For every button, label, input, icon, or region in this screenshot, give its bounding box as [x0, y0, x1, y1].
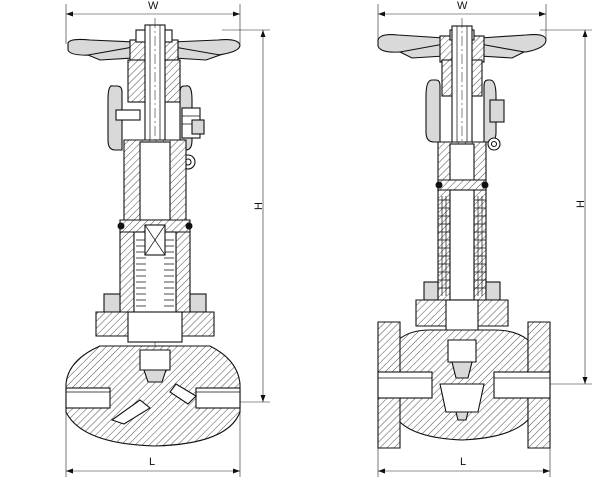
right-length-dimension: L — [377, 440, 551, 477]
left-bellows-housing — [119, 224, 191, 321]
left-body — [65, 345, 241, 447]
right-valve-drawing: W H L — [377, 0, 592, 477]
left-width-dimension: W — [65, 0, 241, 44]
right-handwheel — [377, 29, 547, 63]
right-length-label: L — [460, 456, 466, 468]
left-bellows-convolutions — [136, 239, 174, 313]
right-height-dimension: H — [540, 29, 592, 385]
right-bellows-housing — [437, 189, 487, 301]
right-width-label: W — [457, 0, 468, 12]
right-height-label: H — [575, 200, 587, 208]
left-length-label: L — [149, 456, 155, 468]
left-width-label: W — [148, 0, 159, 12]
right-width-dimension: W — [377, 0, 547, 40]
left-height-label: H — [253, 202, 265, 210]
left-bonnet-flange — [95, 293, 215, 343]
right-bonnet — [435, 141, 489, 191]
left-height-dimension: H — [222, 29, 270, 403]
left-bonnet — [117, 139, 193, 233]
right-body — [377, 321, 551, 449]
left-valve-drawing: W H L — [65, 0, 270, 477]
left-side-lock — [180, 107, 205, 170]
right-bellows-convolutions — [438, 196, 486, 296]
